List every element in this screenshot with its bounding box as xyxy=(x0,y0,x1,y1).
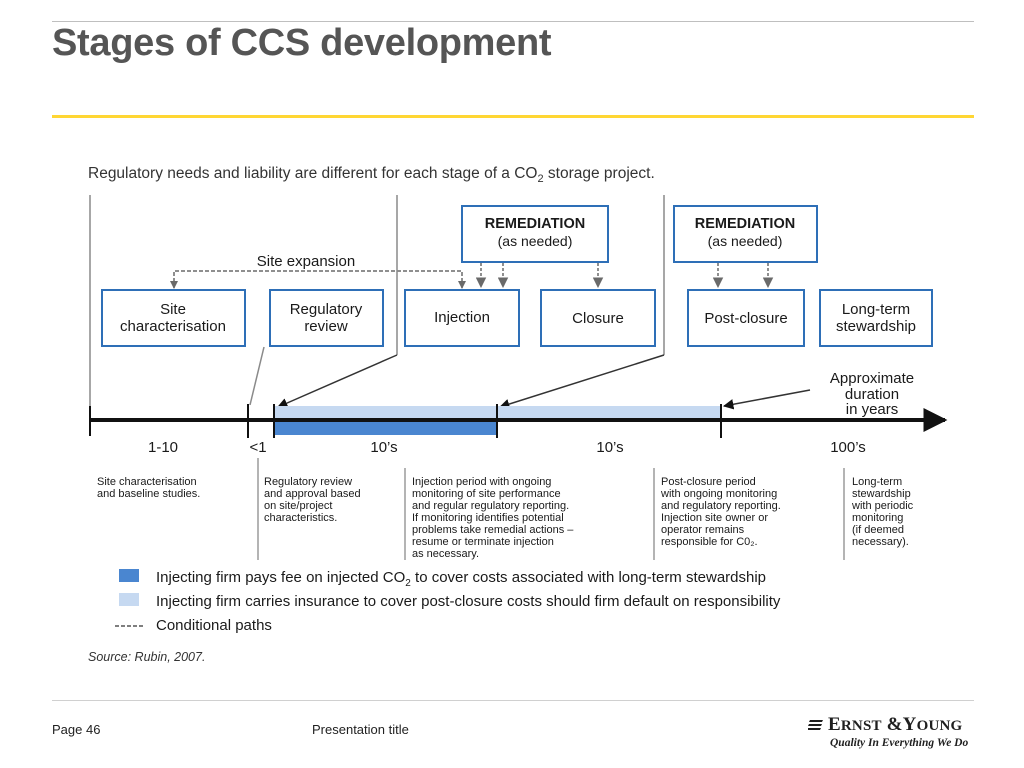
remediation-box-2: REMEDIATION (as needed) xyxy=(673,205,818,263)
title-underline xyxy=(52,115,974,118)
svg-text:with ongoing monitoring: with ongoing monitoring xyxy=(660,488,777,500)
remediation-subtitle: (as needed) xyxy=(498,233,573,249)
stage-box-site-characterisation: Site characterisation xyxy=(101,289,246,347)
svg-text:operator remains: operator remains xyxy=(661,524,745,536)
stage-label: review xyxy=(304,318,348,335)
svg-text:Injection period with ongoing: Injection period with ongoing xyxy=(412,476,551,488)
svg-text:monitoring of site performance: monitoring of site performance xyxy=(412,488,561,500)
svg-text:and regulatory reporting.: and regulatory reporting. xyxy=(661,500,781,512)
description-separators xyxy=(257,458,845,560)
svg-text:Regulatory review: Regulatory review xyxy=(264,476,352,488)
description-injection: Injection period with ongoing monitoring… xyxy=(412,476,574,560)
stage-label: Injection xyxy=(434,309,490,326)
svg-text:Post-closure period: Post-closure period xyxy=(661,476,756,488)
stage-label: characterisation xyxy=(120,318,226,335)
legend-insurance: Injecting firm carries insurance to cove… xyxy=(119,593,781,610)
site-expansion-label: Site expansion xyxy=(257,253,355,270)
company-logo: ERNST &YOUNG Quality In Everything We Do xyxy=(808,714,978,758)
svg-text:and baseline studies.: and baseline studies. xyxy=(97,488,200,500)
figure-caption: Regulatory needs and liability are diffe… xyxy=(88,165,655,185)
svg-text:duration: duration xyxy=(845,386,899,403)
stage-label: Site xyxy=(160,301,186,318)
remediation-subtitle: (as needed) xyxy=(708,233,783,249)
svg-text:problems take remedial actions: problems take remedial actions – xyxy=(412,524,574,536)
svg-text:If monitoring identifies poten: If monitoring identifies potential xyxy=(412,512,564,524)
svg-text:on site/project: on site/project xyxy=(264,500,332,512)
post-closure-insurance-bar xyxy=(497,406,721,419)
legend-conditional: Conditional paths xyxy=(115,617,272,634)
stage-box-long-term-stewardship: Long-term stewardship xyxy=(819,289,933,347)
remediation-title: REMEDIATION xyxy=(485,216,585,232)
stage-box-injection: Injection xyxy=(404,289,520,347)
stage-label: Post-closure xyxy=(704,310,787,327)
svg-text:as necessary.: as necessary. xyxy=(412,548,479,560)
timeline-axis xyxy=(89,404,948,438)
svg-text:monitoring: monitoring xyxy=(852,512,903,524)
svg-text:(if deemed: (if deemed xyxy=(852,524,904,536)
svg-text:and approval based: and approval based xyxy=(264,488,361,500)
stage-label: stewardship xyxy=(836,318,916,335)
stage-pointer-lines xyxy=(89,195,811,436)
logo-bars-icon xyxy=(808,720,823,730)
fee-period-bar xyxy=(275,420,497,435)
remediation-paths xyxy=(475,263,774,289)
svg-text:Site characterisation: Site characterisation xyxy=(97,476,197,488)
legend-swatch-dark xyxy=(119,569,139,582)
stage-box-regulatory-review: Regulatory review xyxy=(269,289,384,347)
description-site-characterisation: Site characterisation and baseline studi… xyxy=(97,476,200,500)
legend-swatch-light xyxy=(119,593,139,606)
svg-text:with periodic: with periodic xyxy=(851,500,914,512)
svg-text:responsible for C0₂.: responsible for C0₂. xyxy=(661,536,758,548)
stage-box-closure: Closure xyxy=(540,289,656,347)
figure-source: Source: Rubin, 2007. xyxy=(88,650,205,664)
page-number: Page 46 xyxy=(52,722,101,737)
svg-text:in years: in years xyxy=(846,401,899,418)
duration-site-characterisation: 1-10 xyxy=(148,439,178,456)
presentation-title: Presentation title xyxy=(312,722,409,737)
legend-label: Injecting firm pays fee on injected CO2 … xyxy=(156,569,766,589)
svg-text:stewardship: stewardship xyxy=(852,488,911,500)
svg-text:characteristics.: characteristics. xyxy=(264,512,337,524)
duration-axis-label: Approximate duration in years xyxy=(830,370,914,418)
stage-box-post-closure: Post-closure xyxy=(687,289,805,347)
duration-regulatory-review: <1 xyxy=(249,439,266,456)
svg-text:Approximate: Approximate xyxy=(830,370,914,387)
stage-label: Long-term xyxy=(842,301,910,318)
site-expansion-path: Site expansion xyxy=(170,253,466,289)
svg-text:necessary).: necessary). xyxy=(852,536,909,548)
svg-text:Injection site owner or: Injection site owner or xyxy=(661,512,768,524)
legend-label: Conditional paths xyxy=(156,617,272,634)
description-long-term-stewardship: Long-term stewardship with periodic moni… xyxy=(851,476,914,548)
slide-title: Stages of CCS development xyxy=(52,22,552,64)
top-rule xyxy=(52,21,974,22)
footer-rule xyxy=(52,700,974,701)
stage-label: Closure xyxy=(572,310,624,327)
duration-post-closure: 10’s xyxy=(596,439,623,456)
description-post-closure: Post-closure period with ongoing monitor… xyxy=(660,476,781,548)
remediation-box-1: REMEDIATION (as needed) xyxy=(461,205,609,263)
description-regulatory-review: Regulatory review and approval based on … xyxy=(264,476,361,524)
logo-wordmark: ERNST &YOUNG xyxy=(828,714,963,735)
duration-long-term: 100’s xyxy=(830,439,866,456)
duration-injection: 10’s xyxy=(370,439,397,456)
remediation-title: REMEDIATION xyxy=(695,216,795,232)
legend-label: Injecting firm carries insurance to cove… xyxy=(156,593,781,610)
svg-text:resume or terminate injection: resume or terminate injection xyxy=(412,536,554,548)
svg-text:Long-term: Long-term xyxy=(852,476,902,488)
insurance-period-bar xyxy=(275,406,497,419)
stage-label: Regulatory xyxy=(290,301,363,318)
svg-text:and regular regulatory reporti: and regular regulatory reporting. xyxy=(412,500,569,512)
logo-tagline: Quality In Everything We Do xyxy=(830,737,969,749)
legend-fee: Injecting firm pays fee on injected CO2 … xyxy=(119,569,766,589)
